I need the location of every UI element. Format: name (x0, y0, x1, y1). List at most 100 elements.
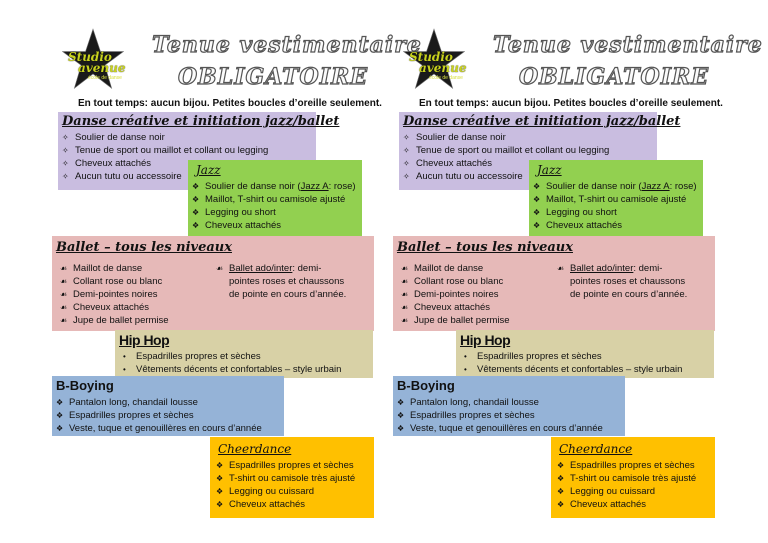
list-item: •Vêtements décents et confortables – sty… (123, 364, 342, 375)
diamond-icon: ❖ (216, 474, 224, 483)
page-title: Tenue vestimentaire (151, 31, 422, 58)
star-icon (403, 28, 465, 89)
list-item: ❖Veste, tuque et genouillères en cours d… (397, 423, 603, 434)
ballet-list: ☙Maillot de danse ☙Collant rose ou blanc… (60, 262, 169, 327)
list-item: ✧Cheveux attachés (403, 158, 493, 169)
logo-subtitle: école de danse (88, 75, 122, 81)
list-item: ☙Cheveux attachés (60, 302, 150, 313)
list-item-cont: de pointe en cours d’année. (570, 289, 688, 300)
list-item: ☙Ballet ado/inter: demi- (216, 263, 322, 274)
list-item: ❖Legging ou cuissard (557, 486, 656, 497)
hiphop-title: Hip Hop (460, 332, 511, 348)
ballet-title: Ballet – tous les niveaux (397, 240, 573, 255)
hiphop-list: •Espadrilles propres et sèches •Vêtement… (123, 350, 341, 376)
jazz-title: Jazz (537, 163, 562, 177)
jazz-title: Jazz (196, 163, 221, 177)
list-item: ❖Cheveux attachés (533, 220, 623, 231)
list-item-cont: pointes roses et chaussons (229, 276, 345, 287)
bullet-icon: ☙ (60, 290, 68, 299)
danse-list: ✧Soulier de danse noir ✧Tenue de sport o… (62, 131, 268, 183)
dot-icon: • (464, 352, 467, 361)
list-item: ❖Legging ou short (533, 207, 617, 218)
ballet-ado-list: ☙Ballet ado/inter: demi- pointes roses e… (557, 262, 687, 301)
danse-title: Danse créative et initiation jazz/ballet (403, 114, 681, 129)
jazz-list: ❖Soulier de danse noir (Jazz A: rose) ❖M… (533, 180, 697, 232)
jazz-list: ❖Soulier de danse noir (Jazz A: rose) ❖M… (192, 180, 356, 232)
list-item: ☙Maillot de danse (60, 263, 143, 274)
list-item: ✧Tenue de sport ou maillot et collant ou… (403, 145, 610, 156)
list-item: ❖Espadrilles propres et sèches (56, 410, 194, 421)
list-item: ✧Soulier de danse noir (62, 132, 165, 143)
danse-list: ✧Soulier de danse noir ✧Tenue de sport o… (403, 131, 609, 183)
ballet-ado-list: ☙Ballet ado/inter: demi- pointes roses e… (216, 262, 346, 301)
list-item-cont: de pointe en cours d’année. (229, 289, 347, 300)
list-item: ❖Espadrilles propres et sèches (216, 460, 354, 471)
list-item: ❖Soulier de danse noir (Jazz A: rose) (192, 181, 356, 192)
list-item: ☙Ballet ado/inter: demi- (557, 263, 663, 274)
diamond-icon: ❖ (533, 195, 541, 204)
cheerdance-title: Cheerdance (218, 442, 292, 456)
list-item: ☙Collant rose ou blanc (60, 276, 163, 287)
diamond-icon: ❖ (192, 195, 200, 204)
list-item: ❖T-shirt ou camisole très ajusté (557, 473, 697, 484)
list-item: ✧Aucun tutu ou accessoire (62, 171, 182, 182)
list-item: •Espadrilles propres et sèches (464, 351, 602, 362)
ballet-title: Ballet – tous les niveaux (56, 240, 232, 255)
sparkle-icon: ✧ (62, 146, 69, 155)
dot-icon: • (464, 365, 467, 374)
diamond-icon: ❖ (557, 487, 565, 496)
diamond-icon: ❖ (397, 398, 405, 407)
diamond-icon: ❖ (557, 461, 565, 470)
sparkle-icon: ✧ (403, 146, 410, 155)
list-item: •Espadrilles propres et sèches (123, 351, 261, 362)
diamond-icon: ❖ (216, 487, 224, 496)
list-item: ❖Maillot, T-shirt ou camisole ajusté (192, 194, 346, 205)
dot-icon: • (123, 365, 126, 374)
diamond-icon: ❖ (192, 208, 200, 217)
list-item: ✧Tenue de sport ou maillot et collant ou… (62, 145, 269, 156)
flyer-right: Studio avenue école de danse Tenue vesti… (341, 0, 762, 543)
logo-brand: Studio avenue (409, 50, 467, 75)
ballet-box: Ballet – tous les niveaux ☙Maillot de da… (393, 236, 715, 331)
cheerdance-box: Cheerdance ❖Espadrilles propres et sèche… (551, 437, 715, 518)
bboying-list: ❖Pantalon long, chandail lousse ❖Espadri… (397, 396, 603, 435)
bboying-box: B-Boying ❖Pantalon long, chandail lousse… (393, 376, 625, 436)
sparkle-icon: ✧ (62, 133, 69, 142)
list-item: ❖Maillot, T-shirt ou camisole ajusté (533, 194, 687, 205)
sparkle-icon: ✧ (403, 133, 410, 142)
jazz-box: Jazz ❖Soulier de danse noir (Jazz A: ros… (529, 160, 703, 236)
dot-icon: • (123, 352, 126, 361)
ballet-box: Ballet – tous les niveaux ☙Maillot de da… (52, 236, 374, 331)
page-title: Tenue vestimentaire (492, 31, 763, 58)
list-item: ❖Cheveux attachés (192, 220, 282, 231)
danse-title: Danse créative et initiation jazz/ballet (62, 114, 340, 129)
bullet-icon: ☙ (60, 303, 68, 312)
list-item: ✧Cheveux attachés (62, 158, 152, 169)
list-item: ❖Legging ou cuissard (216, 486, 315, 497)
list-item: ❖Pantalon long, chandail lousse (56, 397, 198, 408)
list-item: ✧Aucun tutu ou accessoire (403, 171, 523, 182)
diamond-icon: ❖ (56, 398, 64, 407)
cheerdance-list: ❖Espadrilles propres et sèches ❖T-shirt … (216, 459, 355, 511)
bullet-icon: ☙ (557, 264, 565, 273)
bboying-box: B-Boying ❖Pantalon long, chandail lousse… (52, 376, 284, 436)
flyer-left: Studio avenue école de danse Tenue vesti… (52, 28, 421, 518)
bullet-icon: ☙ (401, 277, 409, 286)
list-item: ☙Maillot de danse (401, 263, 484, 274)
list-item: ❖Cheveux attachés (216, 499, 306, 510)
diamond-icon: ❖ (56, 424, 64, 433)
hiphop-list: •Espadrilles propres et sèches •Vêtement… (464, 350, 682, 376)
list-item: •Vêtements décents et confortables – sty… (464, 364, 683, 375)
bboying-list: ❖Pantalon long, chandail lousse ❖Espadri… (56, 396, 262, 435)
list-item: ❖Cheveux attachés (557, 499, 647, 510)
list-item: ❖T-shirt ou camisole très ajusté (216, 473, 356, 484)
list-item: ✧Soulier de danse noir (403, 132, 506, 143)
bullet-icon: ☙ (401, 290, 409, 299)
diamond-icon: ❖ (533, 182, 541, 191)
bboying-title: B-Boying (56, 378, 114, 393)
ballet-list: ☙Maillot de danse ☙Collant rose ou blanc… (401, 262, 510, 327)
list-item: ☙Demi-pointes noires (401, 289, 499, 300)
general-rule: En tout temps: aucun bijou. Petites bouc… (419, 98, 723, 109)
sparkle-icon: ✧ (62, 159, 69, 168)
page-title-obligatoire: OBLIGATOIRE (518, 63, 710, 90)
